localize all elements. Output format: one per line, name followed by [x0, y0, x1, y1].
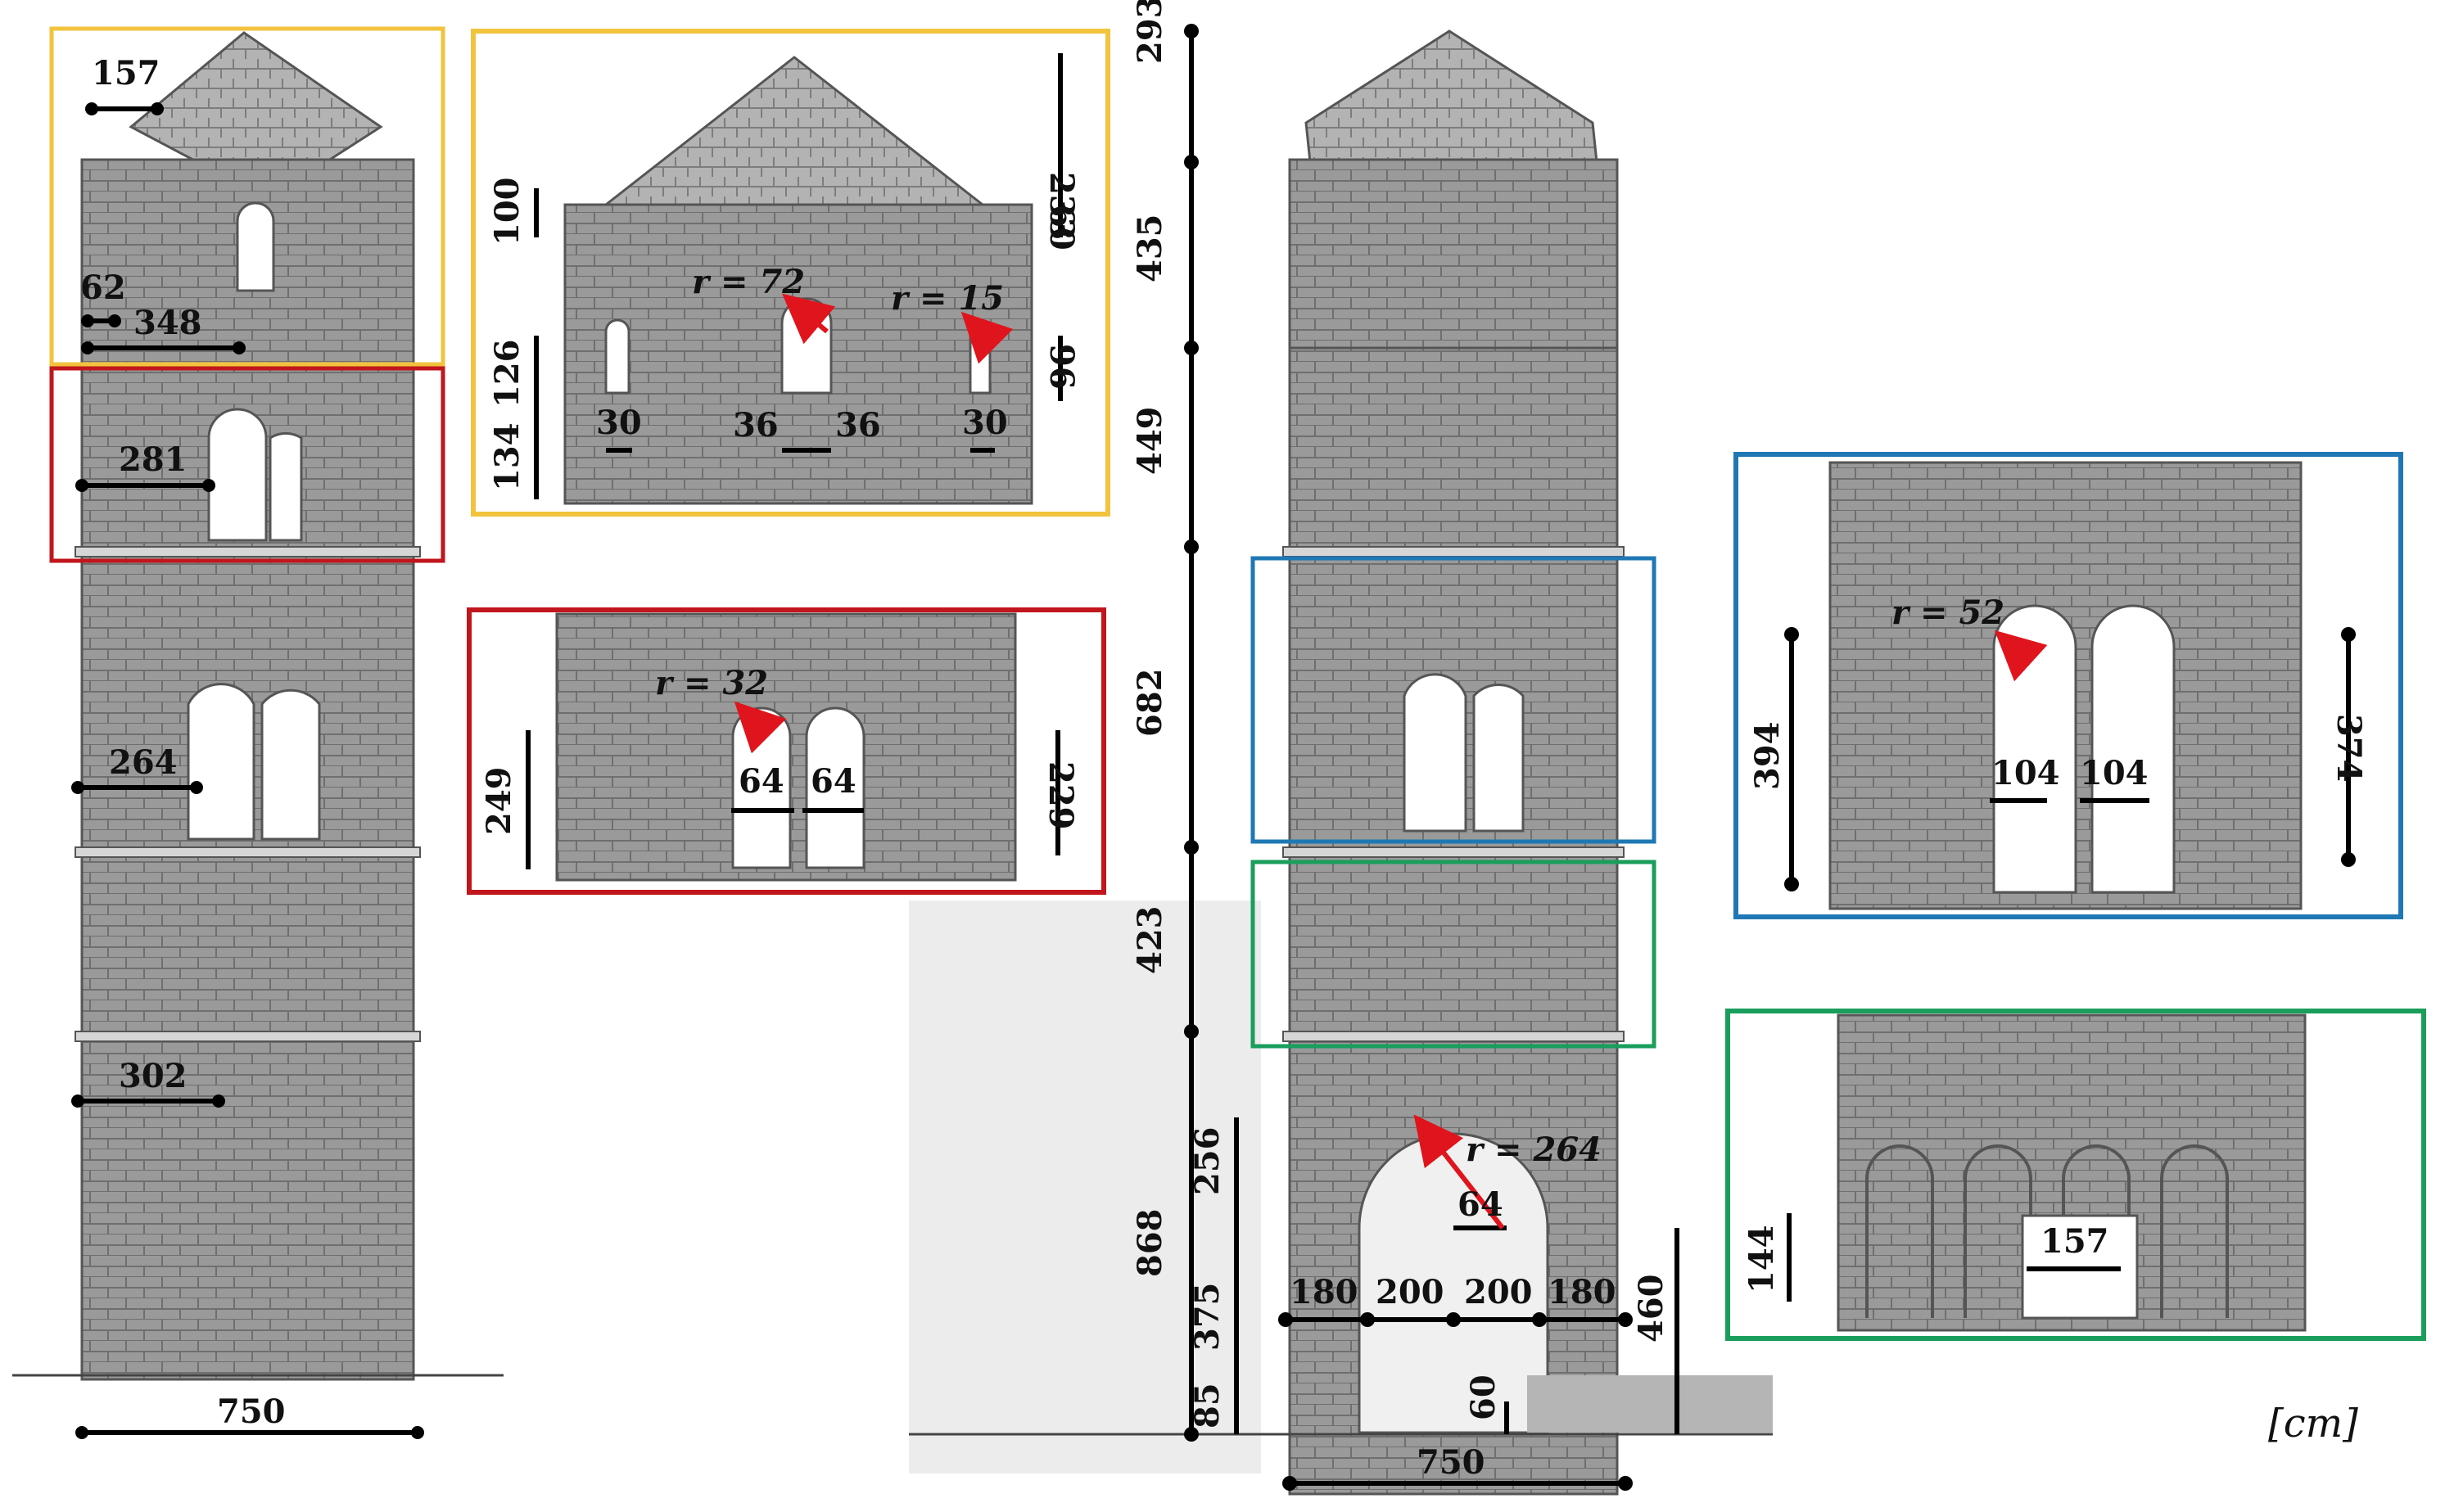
dim-750-main: 750 [1417, 1443, 1485, 1482]
red-frame-left [49, 366, 445, 563]
left-cornice-2 [75, 846, 421, 858]
radius-arrows [734, 293, 2048, 1230]
blue-detail-panel [1733, 452, 2403, 919]
dim-435: 435 [1131, 214, 1169, 283]
dim-36-right: 36 [835, 406, 881, 445]
dim-30-right: 30 [962, 404, 1008, 442]
dim-134: 134 [488, 423, 527, 492]
adjacent-building [909, 900, 1261, 1474]
dim-264: 264 [109, 743, 178, 782]
green-detail-arcade [1865, 1144, 2229, 1318]
radius-32: r = 32 [655, 664, 768, 702]
green-detail-panel [1725, 1009, 2426, 1341]
dim-394: 394 [1748, 722, 1787, 791]
left-cornice-3 [75, 1031, 421, 1042]
dim-126: 126 [488, 340, 527, 408]
radius-72: r = 72 [692, 263, 805, 301]
dim-180-left: 180 [1290, 1273, 1358, 1311]
dim-100: 100 [488, 178, 527, 246]
dim-157-left: 157 [92, 54, 160, 93]
dimension-labels: 157 62 348 281 264 302 750 100 233 60 12… [80, 0, 2368, 1482]
blue-frame-main [1250, 556, 1656, 844]
unit-label: [cm] [2268, 1401, 2358, 1447]
dim-36-left: 36 [733, 406, 779, 445]
dim-200-right: 200 [1464, 1273, 1533, 1311]
dim-348: 348 [133, 304, 202, 342]
radius-15: r = 15 [891, 279, 1004, 318]
dim-374: 374 [2330, 714, 2368, 783]
main-cornice-2 [1282, 846, 1625, 858]
dim-60-main: 60 [1464, 1374, 1503, 1420]
dim-868: 868 [1131, 1209, 1169, 1278]
dim-180-right: 180 [1548, 1273, 1616, 1311]
dim-64-red-right: 64 [811, 762, 856, 801]
dim-96: 96 [1042, 344, 1081, 390]
main-cornice-1 [1282, 546, 1625, 557]
green-frame-main [1250, 860, 1656, 1049]
radius-52: r = 52 [1891, 594, 2004, 632]
dim-64-red-left: 64 [739, 762, 784, 801]
dim-281: 281 [119, 440, 188, 479]
yellow-frame-left [49, 26, 445, 367]
dim-64-main: 64 [1458, 1185, 1503, 1224]
dim-293: 293 [1131, 0, 1169, 64]
yellow-detail-panel [471, 29, 1110, 517]
dim-249: 249 [480, 767, 518, 836]
left-window-mullioned-2 [187, 683, 321, 841]
dim-682: 682 [1131, 669, 1169, 738]
dim-60-yellow: 60 [1042, 205, 1081, 250]
main-tower-elevation [909, 29, 1773, 1496]
dim-233: 233 [1042, 172, 1081, 241]
dim-302: 302 [119, 1057, 188, 1095]
main-belfry [1288, 158, 1619, 350]
dim-375: 375 [1188, 1283, 1227, 1352]
dimension-lines [78, 31, 2351, 1486]
dim-229: 229 [1042, 761, 1080, 830]
main-window-mullioned [1403, 673, 1525, 833]
ground-step [1527, 1375, 1773, 1433]
left-cornice-1 [75, 546, 421, 557]
dim-30-left: 30 [596, 404, 642, 442]
dim-200-left: 200 [1376, 1273, 1444, 1311]
dim-460: 460 [1632, 1275, 1670, 1343]
dim-157-green: 157 [2041, 1222, 2109, 1261]
dim-104-left: 104 [1991, 754, 2060, 792]
dimension-dots [71, 24, 2356, 1491]
dim-423: 423 [1131, 906, 1169, 975]
left-window-mullioned-1 [207, 408, 303, 542]
dim-750-left: 750 [217, 1392, 286, 1431]
left-tower-elevation [12, 31, 504, 1381]
dim-104-right: 104 [2080, 754, 2149, 792]
dim-144: 144 [1742, 1225, 1781, 1294]
main-roof [1304, 29, 1598, 164]
dim-62: 62 [80, 269, 126, 307]
red-detail-panel [467, 607, 1106, 895]
left-roof [129, 31, 383, 165]
dim-85: 85 [1188, 1383, 1227, 1429]
radius-264: r = 264 [1466, 1131, 1602, 1169]
left-belfry-window [236, 201, 275, 292]
dim-256: 256 [1188, 1127, 1227, 1196]
dim-449: 449 [1131, 407, 1169, 476]
main-cornice-3 [1282, 1031, 1625, 1042]
